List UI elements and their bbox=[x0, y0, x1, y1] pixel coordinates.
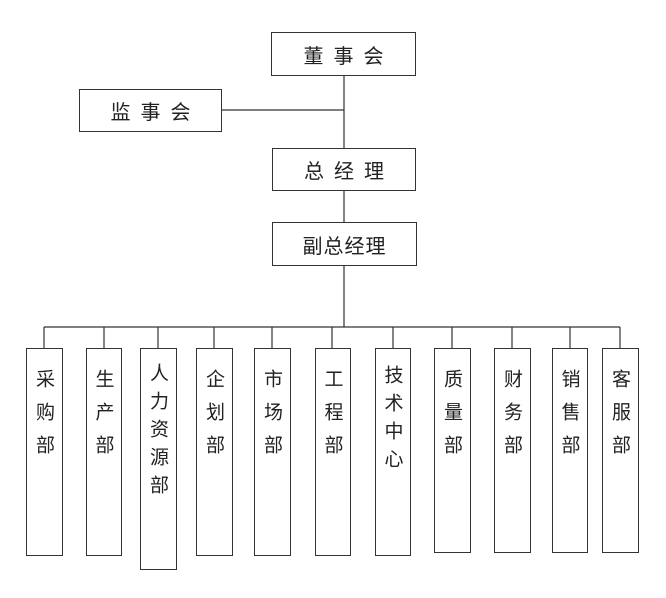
board-box: 董事会 bbox=[271, 32, 416, 76]
department-label: 销售部 bbox=[558, 369, 581, 468]
department-box: 财务部 bbox=[494, 348, 531, 553]
supervisors-box: 监事会 bbox=[79, 89, 222, 132]
department-box: 销售部 bbox=[552, 348, 588, 553]
gm-box: 总经理 bbox=[272, 148, 416, 191]
department-label: 技术中心 bbox=[381, 365, 404, 477]
gm-label: 总经理 bbox=[304, 159, 394, 183]
department-label: 企划部 bbox=[203, 369, 225, 468]
department-box: 采购部 bbox=[26, 348, 63, 556]
department-label: 质量部 bbox=[441, 369, 463, 468]
department-label: 人力资源部 bbox=[147, 363, 169, 503]
board-label: 董事会 bbox=[303, 43, 394, 68]
department-label: 生产部 bbox=[92, 369, 115, 468]
department-box: 人力资源部 bbox=[140, 348, 177, 570]
supervisors-label: 监事会 bbox=[110, 100, 201, 124]
department-box: 工程部 bbox=[315, 348, 351, 556]
department-label: 客服部 bbox=[609, 369, 631, 468]
deputy-gm-box: 副总经理 bbox=[272, 222, 417, 266]
department-label: 财务部 bbox=[501, 369, 523, 468]
department-box: 客服部 bbox=[602, 348, 639, 553]
department-box: 技术中心 bbox=[375, 348, 411, 556]
department-box: 生产部 bbox=[86, 348, 122, 556]
department-label: 采购部 bbox=[33, 369, 55, 468]
department-label: 工程部 bbox=[321, 369, 344, 468]
deputy-gm-label: 副总经理 bbox=[302, 233, 387, 258]
department-label: 市场部 bbox=[261, 369, 283, 468]
department-box: 市场部 bbox=[254, 348, 291, 556]
department-box: 质量部 bbox=[434, 348, 471, 553]
department-box: 企划部 bbox=[196, 348, 233, 556]
